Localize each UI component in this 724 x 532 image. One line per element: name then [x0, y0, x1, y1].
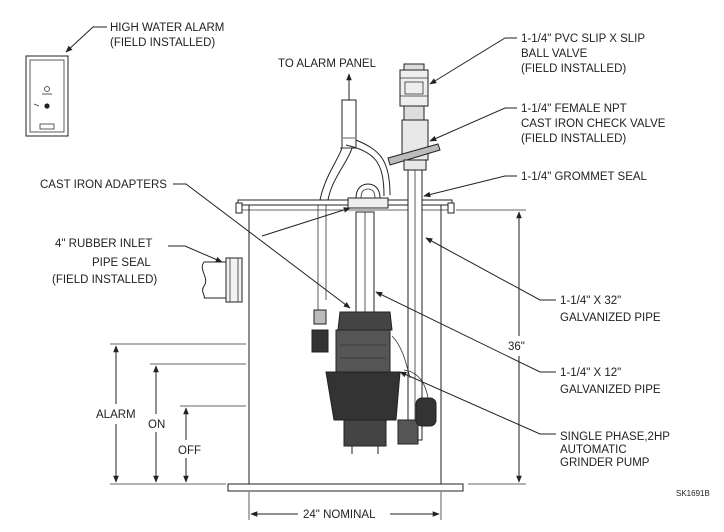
svg-text:(FIELD INSTALLED): (FIELD INSTALLED) [521, 63, 626, 75]
label-inlet-seal: 4" RUBBER INLET PIPE SEAL (FIELD INSTALL… [52, 238, 157, 286]
svg-text:24" NOMINAL: 24" NOMINAL [303, 509, 376, 521]
dimension-24: 24" NOMINAL [248, 492, 442, 521]
inlet-pipe [201, 257, 243, 303]
label-check-valve: 1-1/4" FEMALE NPT CAST IRON CHECK VALVE … [521, 103, 666, 145]
drawing-id: SK1691B [676, 489, 710, 498]
label-pipe-12: 1-1/4" X 12" GALVANIZED PIPE [560, 367, 661, 396]
svg-text:BALL VALVE: BALL VALVE [521, 48, 588, 60]
dimension-levels: ALARM ON OFF [96, 343, 246, 485]
check-valve [387, 119, 441, 171]
label-pump: SINGLE PHASE,2HP AUTOMATIC GRINDER PUMP [560, 431, 670, 469]
svg-text:1-1/4" X 32": 1-1/4" X 32" [560, 295, 621, 307]
discharge-pipe-32 [407, 169, 423, 441]
svg-text:GALVANIZED PIPE: GALVANIZED PIPE [560, 384, 661, 396]
guide-rail [317, 183, 389, 310]
leader-high-water-alarm [65, 26, 107, 53]
label-off: OFF [178, 445, 201, 457]
label-cast-iron-adapters: CAST IRON ADAPTERS [40, 179, 167, 191]
label-grommet-seal: 1-1/4" GROMMET SEAL [521, 171, 648, 183]
discharge-pipe-12 [355, 211, 375, 313]
svg-text:AUTOMATIC: AUTOMATIC [560, 444, 627, 456]
leader-grommet-seal [423, 175, 517, 198]
label-pipe-32: 1-1/4" X 32" GALVANIZED PIPE [560, 295, 661, 324]
leader-check-valve [429, 107, 517, 142]
svg-text:SINGLE PHASE,2HP: SINGLE PHASE,2HP [560, 431, 670, 443]
label-on: ON [148, 419, 165, 431]
svg-text:GRINDER PUMP: GRINDER PUMP [560, 457, 650, 469]
svg-text:(FIELD INSTALLED): (FIELD INSTALLED) [521, 133, 626, 145]
label-high-water-alarm: HIGH WATER ALARM (FIELD INSTALLED) [110, 22, 224, 49]
label-alarm: ALARM [96, 409, 136, 421]
label-to-alarm-panel: TO ALARM PANEL [278, 58, 377, 70]
svg-text:1-1/4" X 12": 1-1/4" X 12" [560, 367, 621, 379]
float-switch-upper [311, 309, 329, 353]
float-switch-lower [403, 369, 437, 427]
dimension-36: 36" [456, 209, 526, 485]
svg-text:4" RUBBER INLET: 4" RUBBER INLET [55, 238, 152, 250]
svg-text:CAST IRON CHECK VALVE: CAST IRON CHECK VALVE [521, 118, 666, 130]
leader-inlet-seal [168, 245, 223, 263]
leader-pipe-12 [375, 291, 556, 373]
ball-valve [399, 63, 429, 121]
svg-text:GALVANIZED PIPE: GALVANIZED PIPE [560, 312, 661, 324]
svg-text:HIGH WATER ALARM: HIGH WATER ALARM [110, 22, 224, 34]
alarm-conduit [319, 99, 391, 201]
leader-cast-iron-adapter-lower [173, 183, 351, 309]
svg-text:(FIELD INSTALLED): (FIELD INSTALLED) [52, 274, 157, 286]
svg-text:36": 36" [508, 341, 525, 353]
grinder-pump [325, 311, 419, 454]
svg-text:1-1/4" GROMMET SEAL: 1-1/4" GROMMET SEAL [521, 171, 648, 183]
svg-text:(FIELD INSTALLED): (FIELD INSTALLED) [110, 37, 215, 49]
label-ball-valve: 1-1/4" PVC SLIP X SLIP BALL VALVE (FIELD… [521, 33, 645, 75]
leader-cast-iron-adapter-upper [261, 207, 351, 237]
leader-pipe-32 [425, 237, 556, 301]
svg-text:1-1/4" PVC SLIP X SLIP: 1-1/4" PVC SLIP X SLIP [521, 33, 645, 45]
high-water-alarm-box [25, 55, 69, 137]
svg-text:CAST IRON ADAPTERS: CAST IRON ADAPTERS [40, 179, 167, 191]
leader-ball-valve [429, 37, 517, 85]
svg-text:PIPE SEAL: PIPE SEAL [92, 257, 151, 269]
svg-text:1-1/4" FEMALE NPT: 1-1/4" FEMALE NPT [521, 103, 627, 115]
leader-pump [399, 371, 556, 435]
